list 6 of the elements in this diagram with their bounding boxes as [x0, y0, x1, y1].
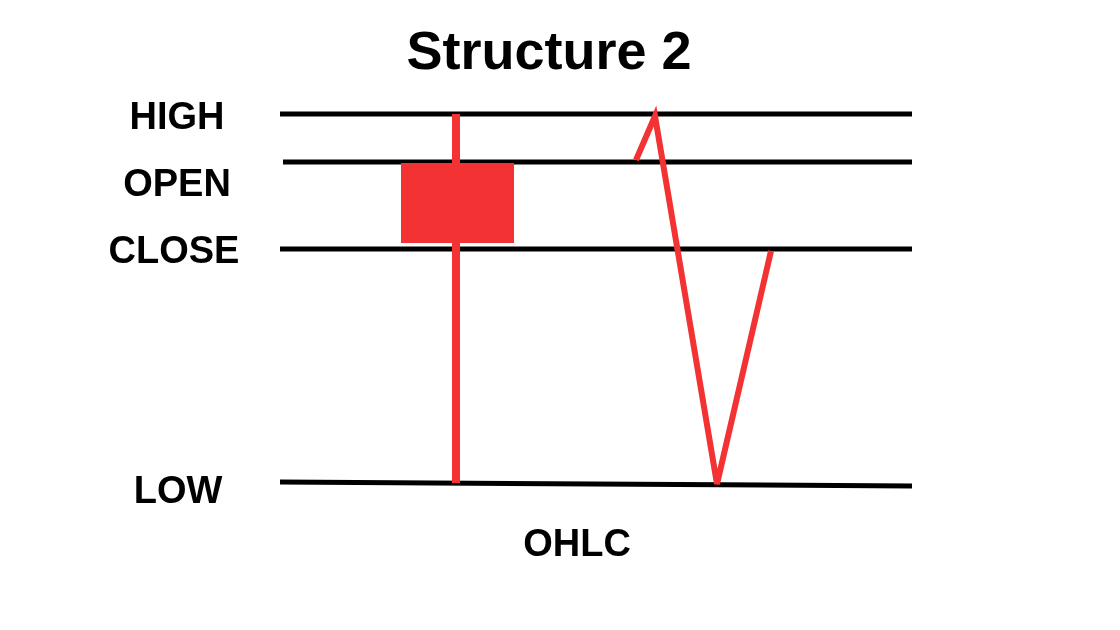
level-label: CLOSE — [108, 231, 240, 269]
title: Structure 2 — [406, 23, 692, 77]
level-label: OPEN — [123, 164, 231, 202]
level-label: LOW — [133, 471, 223, 509]
chart-caption: OHLC — [523, 524, 631, 562]
level-label: HIGH — [129, 97, 225, 135]
